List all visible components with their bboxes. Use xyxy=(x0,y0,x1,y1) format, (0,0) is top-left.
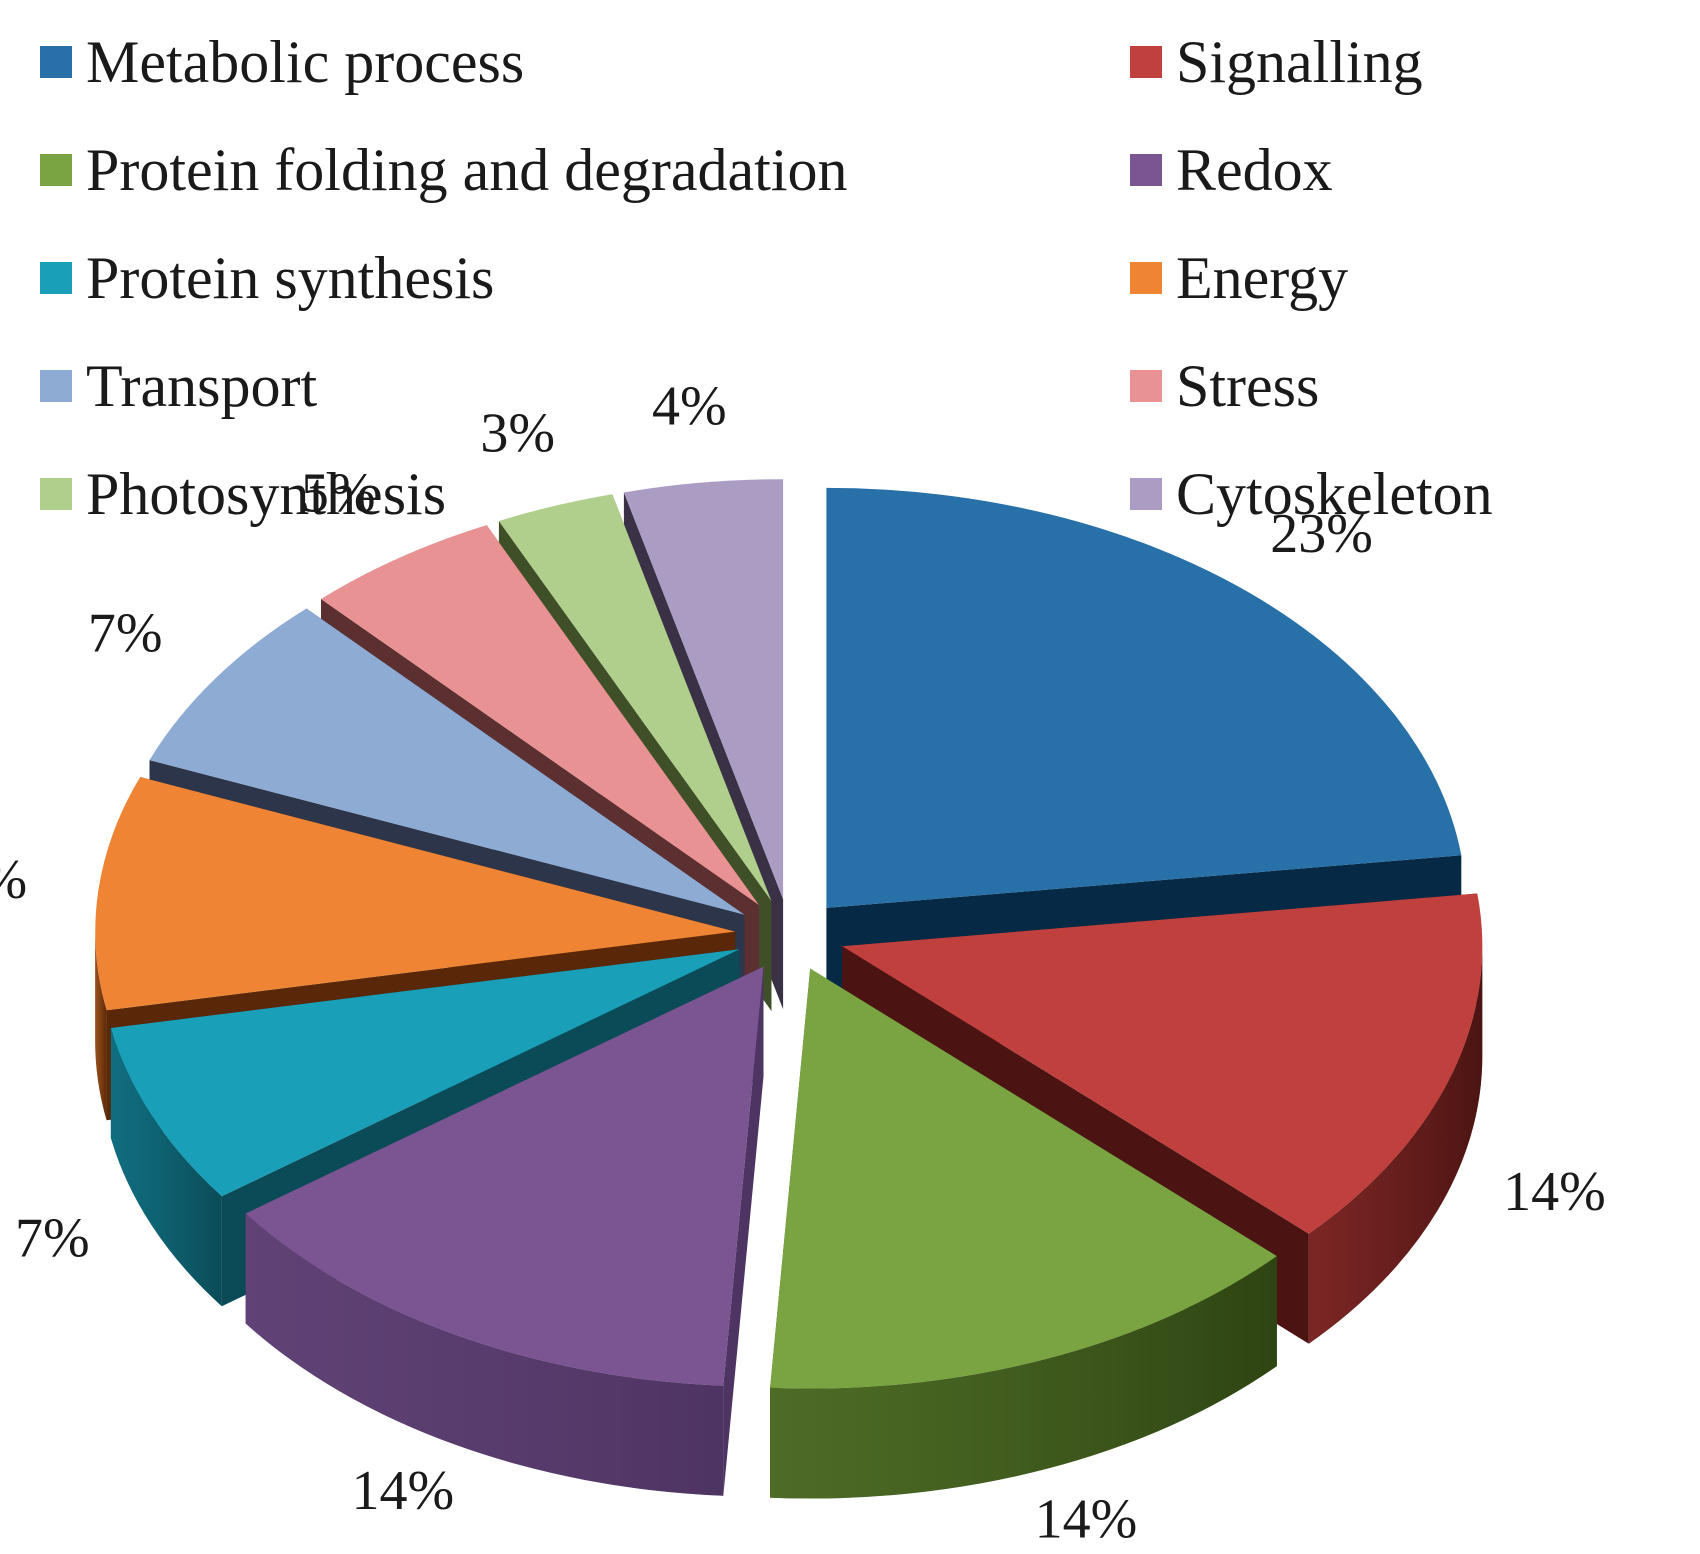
legend-swatch xyxy=(40,478,72,510)
slice-rim-shade-redox xyxy=(245,1213,724,1496)
legend-item-metabolic-process: Metabolic process xyxy=(40,22,524,102)
data-label-protein-synthesis: 7% xyxy=(15,1207,90,1269)
legend-item-energy: Energy xyxy=(1130,238,1348,318)
data-label-energy: 9% xyxy=(0,849,27,911)
slice-cytoskeleton xyxy=(623,479,784,900)
legend-label: Transport xyxy=(86,353,318,419)
legend-swatch xyxy=(1130,262,1162,294)
legend-item-protein-synthesis: Protein synthesis xyxy=(40,238,494,318)
slice-wall-redox-start xyxy=(723,966,764,1496)
slice-redox xyxy=(245,966,764,1386)
slice-metabolic-process xyxy=(826,487,1462,908)
slice-stress xyxy=(321,525,760,906)
data-label-photosynthesis: 3% xyxy=(480,403,555,465)
legend-swatch xyxy=(1130,46,1162,78)
legend-swatch xyxy=(1130,154,1162,186)
data-label-signalling: 14% xyxy=(1503,1161,1606,1223)
slice-transport xyxy=(149,608,745,915)
data-label-stress: 5% xyxy=(301,463,376,525)
legend-swatch xyxy=(1130,478,1162,510)
data-label-transport: 7% xyxy=(88,602,163,664)
slice-energy xyxy=(95,777,736,1011)
legend-label: Signalling xyxy=(1176,29,1423,95)
slice-rim-shade-energy xyxy=(95,931,107,1121)
data-label-protein-folding-and-degradation: 14% xyxy=(1035,1488,1138,1550)
legend-swatch xyxy=(40,370,72,402)
legend-item-stress: Stress xyxy=(1130,346,1319,426)
slice-rim-shade-protein-synthesis xyxy=(110,1028,222,1307)
legend-item-protein-folding-and-degradation: Protein folding and degradation xyxy=(40,130,847,210)
legend-swatch xyxy=(40,154,72,186)
legend-label: Energy xyxy=(1176,245,1349,311)
slice-photosynthesis xyxy=(498,494,772,901)
legend-item-transport: Transport xyxy=(40,346,317,426)
slice-rim-shade-signalling xyxy=(1308,946,1483,1344)
legend-item-photosynthesis: Photosynthesis xyxy=(40,454,446,534)
data-labels: 23% 14% 14% 14% 7% 9% 7% 5% 3% 4% xyxy=(0,376,1606,1551)
legend-label: Protein folding and degradation xyxy=(86,137,848,203)
legend-swatch xyxy=(1130,370,1162,402)
legend-label: Photosynthesis xyxy=(86,461,447,527)
legend-label: Cytoskeleton xyxy=(1176,461,1493,527)
slice-tops xyxy=(95,479,1483,1389)
legend-item-redox: Redox xyxy=(1130,130,1333,210)
slice-signalling xyxy=(842,893,1483,1234)
data-label-metabolic-process: 23% xyxy=(1270,503,1373,565)
legend-label: Redox xyxy=(1176,137,1333,203)
data-label-cytoskeleton: 4% xyxy=(652,376,727,438)
slice-rim-shade-protein-folding-and-degradation xyxy=(770,1256,1277,1499)
slice-protein-synthesis xyxy=(110,949,740,1197)
legend-item-cytoskeleton: Cytoskeleton xyxy=(1130,454,1493,534)
legend-swatch xyxy=(40,46,72,78)
legend-label: Protein synthesis xyxy=(86,245,495,311)
legend-swatch xyxy=(40,262,72,294)
slice-protein-folding-and-degradation xyxy=(770,968,1277,1389)
legend-label: Metabolic process xyxy=(86,29,525,95)
legend-item-signalling: Signalling xyxy=(1130,22,1423,102)
data-label-redox: 14% xyxy=(351,1460,454,1522)
legend-label: Stress xyxy=(1176,353,1320,419)
